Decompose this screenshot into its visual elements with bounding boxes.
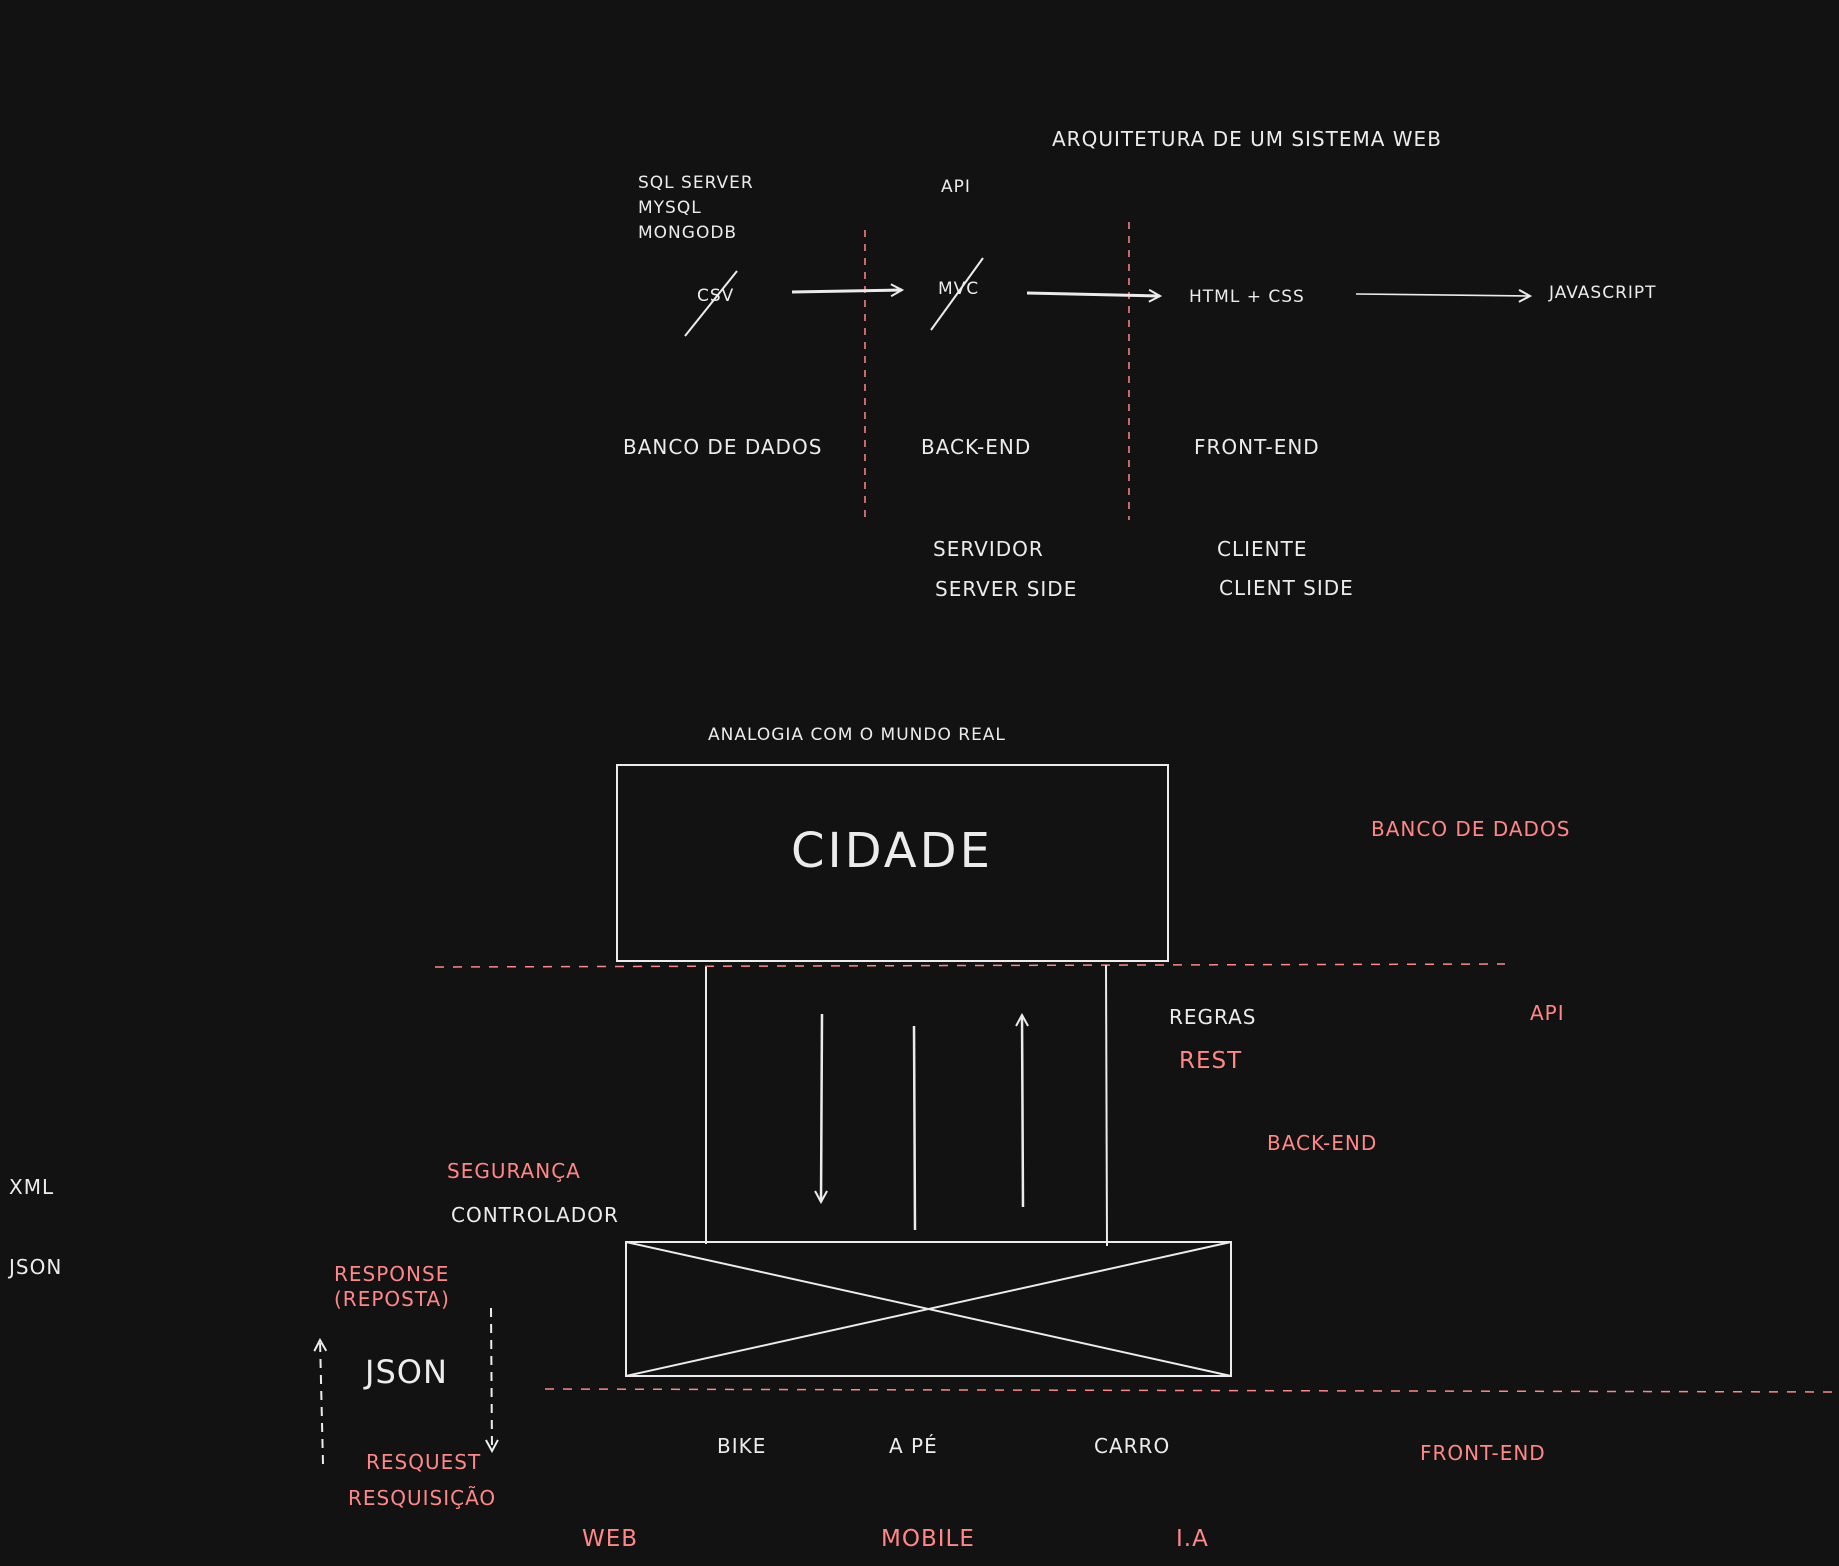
- javascript-label: JAVASCRIPT: [1549, 283, 1657, 303]
- database-item: MONGODB: [638, 223, 738, 243]
- rest-label: REST: [1179, 1048, 1243, 1074]
- json-side-label: JSON: [9, 1255, 63, 1279]
- database-item: SQL SERVER: [638, 173, 754, 193]
- cidade-label: CIDADE: [791, 823, 993, 879]
- front-end-label: FRONT-END: [1194, 435, 1320, 459]
- web-label: WEB: [582, 1526, 639, 1552]
- cliente-label: CLIENTE: [1217, 537, 1308, 561]
- divider-backend-frontend-2: [544, 1388, 1836, 1393]
- api-red-label: API: [1530, 1001, 1565, 1025]
- database-list: SQL SERVER MYSQL MONGODB: [638, 171, 754, 246]
- html-css-label: HTML + CSS: [1189, 287, 1305, 307]
- request-label: RESQUEST: [366, 1450, 482, 1474]
- controlador-box: [625, 1241, 1232, 1377]
- mobile-label: MOBILE: [881, 1526, 975, 1552]
- arrow-up-response: [1022, 1015, 1023, 1208]
- road-center-line: [912, 1025, 917, 1231]
- requisicao-label: RESQUISIÇÃO: [348, 1486, 497, 1510]
- mvc-strike-mark: [930, 257, 984, 331]
- arrow-backend-to-frontend: [1026, 293, 1160, 296]
- arrow-down-request-dashed: [491, 1307, 492, 1451]
- arrow-up-response-dashed: [320, 1340, 323, 1465]
- cidade-box: [616, 764, 1169, 962]
- api-label: API: [941, 177, 971, 197]
- servidor-label: SERVIDOR: [933, 537, 1044, 561]
- divider-db-api: [434, 963, 1506, 968]
- back-end-label: BACK-END: [921, 435, 1032, 459]
- a-pe-label: A PÉ: [889, 1434, 938, 1458]
- mvc-label: MVC: [938, 279, 980, 299]
- carro-label: CARRO: [1094, 1434, 1171, 1458]
- response-line: RESPONSE: [334, 1262, 450, 1286]
- ia-label: I.A: [1176, 1526, 1209, 1552]
- csv-label: CSV: [697, 286, 735, 306]
- back-end-red-label: BACK-END: [1267, 1131, 1378, 1155]
- response-line: (REPOSTA): [334, 1287, 450, 1311]
- regras-label: REGRAS: [1169, 1005, 1257, 1029]
- banco-de-dados-label: BANCO DE DADOS: [623, 435, 823, 459]
- client-side-label: CLIENT SIDE: [1219, 576, 1354, 600]
- banco-de-dados-red-label: BANCO DE DADOS: [1371, 817, 1571, 841]
- xml-label: XML: [9, 1175, 55, 1199]
- bike-label: BIKE: [717, 1434, 767, 1458]
- database-item: MYSQL: [638, 198, 702, 218]
- controlador-label: CONTROLADOR: [451, 1203, 619, 1227]
- analogy-title: ANALOGIA COM O MUNDO REAL: [708, 725, 1006, 745]
- arrow-down-request: [821, 1013, 822, 1202]
- json-big-label: JSON: [365, 1353, 448, 1391]
- server-side-label: SERVER SIDE: [935, 577, 1078, 601]
- response-label: RESPONSE (REPOSTA): [334, 1262, 450, 1312]
- front-end-red-label: FRONT-END: [1420, 1441, 1546, 1465]
- seguranca-label: SEGURANÇA: [447, 1159, 581, 1183]
- road-right-edge: [1105, 964, 1108, 1247]
- arrow-db-to-backend: [791, 290, 902, 292]
- arrow-html-to-javascript: [1355, 294, 1530, 296]
- architecture-title: ARQUITETURA DE UM SISTEMA WEB: [1052, 127, 1442, 151]
- csv-strike-mark: [684, 270, 738, 337]
